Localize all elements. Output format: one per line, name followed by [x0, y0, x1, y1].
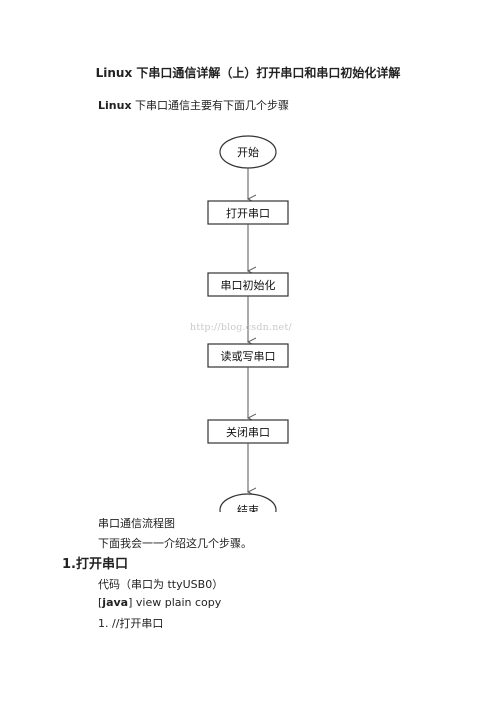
- flowchart-node-init-port-label: 串口初始化: [221, 278, 276, 292]
- flowchart: 开始 打开串口 串口初始化 读或写串口 关闭串口 结束: [186, 128, 316, 512]
- intro-text: Linux 下串口通信主要有下面几个步骤: [98, 97, 289, 113]
- flowchart-node-close-port-label: 关闭串口: [226, 425, 270, 439]
- flowchart-end-node: [219, 493, 277, 512]
- code-toolbar: [java] view plain copy: [98, 596, 221, 609]
- intro-rest: 下串口通信主要有下面几个步骤: [131, 99, 290, 112]
- body-paragraph: 下面我会一一介绍这几个步骤。: [98, 537, 252, 550]
- page-title: Linux 下串口通信详解（上）打开串口和串口初始化详解: [95, 66, 401, 80]
- section-heading: 1.打开串口: [62, 557, 128, 572]
- flowchart-svg: 开始 打开串口 串口初始化 读或写串口 关闭串口 结束: [207, 135, 289, 512]
- flowchart-end-label: 结束: [237, 504, 259, 512]
- code-language-link[interactable]: java: [102, 596, 129, 609]
- flowchart-start-label: 开始: [237, 145, 259, 159]
- code-meta-actions[interactable]: ] view plain copy: [128, 596, 222, 609]
- code-line-1: 1. //打开串口: [98, 617, 164, 630]
- watermark: http://blog.csdn.net/: [190, 322, 292, 333]
- flowchart-node-read-write-label: 读或写串口: [221, 349, 276, 363]
- flowchart-node-open-port-label: 打开串口: [226, 206, 270, 220]
- code-note: 代码（串口为 ttyUSB0）: [98, 578, 224, 591]
- intro-linux: Linux: [98, 99, 132, 112]
- code-meta-open: [: [98, 596, 103, 609]
- figure-caption: 串口通信流程图: [98, 517, 175, 530]
